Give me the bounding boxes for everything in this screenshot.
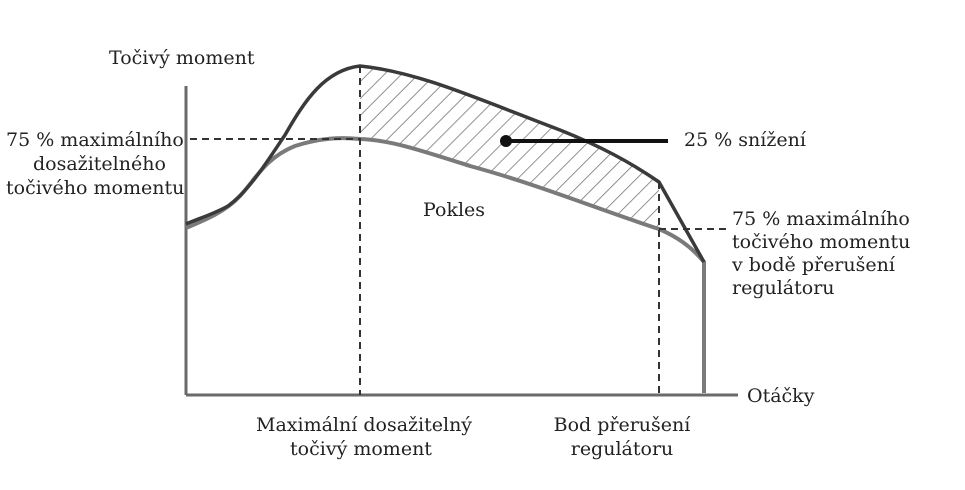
governor-break-label: Bod přerušení regulátoru [552,413,692,461]
x-axis-label: Otáčky [747,385,815,407]
right-note-line-1: 75 % maximálního [732,208,910,230]
reduction-pointer-dot [500,135,512,147]
governor-break-line-2: regulátoru [570,438,674,460]
left-note-line-3: točivého momentu [6,177,185,199]
governor-break-line-1: Bod přerušení [553,414,691,436]
drop-label: Pokles [423,199,486,221]
left-75-percent-note: 75 % maximálního dosažitelného točivého … [6,128,184,200]
reduction-label: 25 % snížení [684,129,806,151]
max-torque-line-2: točivý moment [290,438,432,460]
right-note-line-3: v bodě přerušení [732,254,895,276]
max-torque-line-1: Maximální dosažitelný [256,414,473,436]
left-note-line-2: dosažitelného [33,153,166,175]
hatched-reduction-region [360,66,659,229]
full-torque-curve [185,64,706,263]
left-note-line-1: 75 % maximálního [6,129,184,151]
right-75-percent-note: 75 % maximálního točivého momentu v bodě… [732,208,910,300]
y-axis-label: Točivý moment [109,47,255,69]
right-note-line-2: točivého momentu [732,231,911,253]
max-torque-label: Maximální dosažitelný točivý moment [256,413,473,461]
right-note-line-4: regulátoru [732,277,835,299]
